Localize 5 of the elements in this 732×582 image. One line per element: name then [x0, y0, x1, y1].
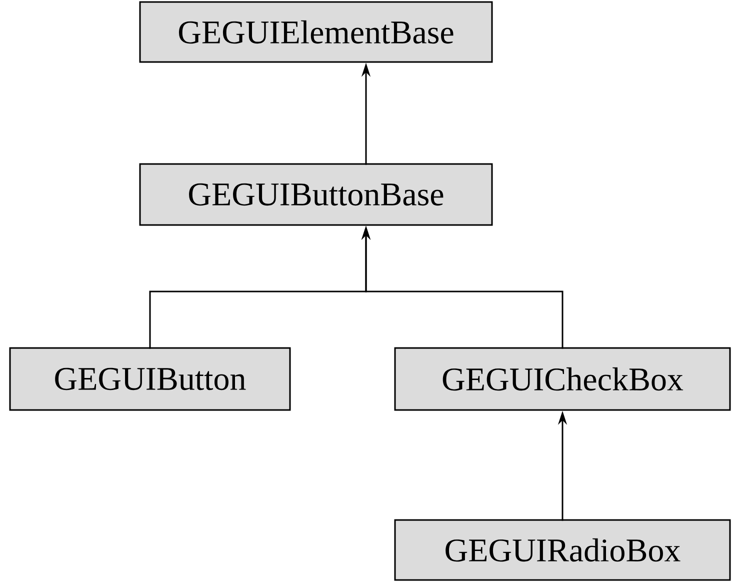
- class-box: GEGUIElementBase: [139, 1, 493, 63]
- class-box: GEGUICheckBox: [394, 347, 731, 411]
- class-box: GEGUIRadioBox: [394, 519, 731, 581]
- class-box: GEGUIButtonBase: [139, 163, 493, 226]
- class-box: GEGUIButton: [9, 347, 291, 411]
